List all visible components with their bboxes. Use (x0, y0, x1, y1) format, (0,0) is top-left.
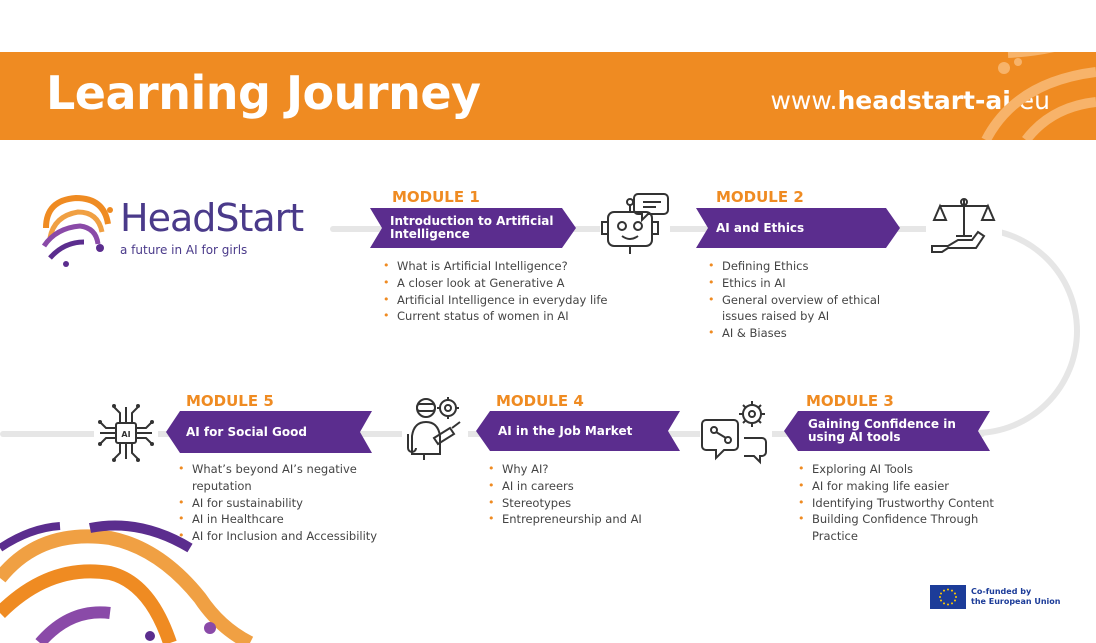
list-item: Exploring AI Tools (798, 461, 1008, 478)
module-3-topics: Exploring AI Tools AI for making life ea… (798, 461, 1008, 545)
list-item: What is Artificial Intelligence? (383, 258, 623, 275)
module-4-banner[interactable]: AI in the Job Market (476, 411, 680, 451)
module-1-banner[interactable]: Introduction to Artificial Intelligence (370, 208, 576, 248)
headstart-brain-icon (41, 194, 113, 267)
robot-worker-icon (402, 394, 468, 462)
module-5-banner[interactable]: AI for Social Good (166, 411, 372, 453)
list-item: Why AI? (488, 461, 688, 478)
module-2-banner[interactable]: AI and Ethics (696, 208, 900, 248)
eu-cofunded-text: Co-funded by the European Union (971, 587, 1061, 607)
list-item: AI & Biases (708, 325, 918, 342)
list-item: What’s beyond AI’s negative reputation (178, 461, 398, 495)
url-domain: headstart-ai (837, 86, 1011, 115)
module-4-topics: Why AI? AI in careers Stereotypes Entrep… (488, 461, 688, 528)
module-5-topics: What’s beyond AI’s negative reputation A… (178, 461, 398, 545)
banner-decoration-icon (981, 52, 1096, 140)
list-item: Building Confidence Through Practice (798, 511, 1008, 545)
header-banner: Learning Journey www.headstart-ai.eu (0, 52, 1096, 140)
list-item: Stereotypes (488, 495, 688, 512)
eu-line-2: the European Union (971, 597, 1061, 606)
eu-line-1: Co-funded by (971, 587, 1032, 596)
module-2-label: MODULE 2 (716, 188, 804, 206)
list-item: Ethics in AI (708, 275, 918, 292)
list-item: AI in careers (488, 478, 688, 495)
website-link[interactable]: www.headstart-ai.eu (770, 86, 1050, 115)
corner-decoration-icon (0, 520, 254, 643)
ethics-scale-icon (926, 194, 1002, 260)
list-item: Entrepreneurship and AI (488, 511, 688, 528)
page-title: Learning Journey (46, 66, 481, 120)
ai-chip-icon: AI (94, 400, 158, 466)
url-prefix: www. (770, 86, 838, 115)
chatbot-icon (600, 192, 670, 258)
list-item: AI for Inclusion and Accessibility (178, 528, 398, 545)
list-item: AI for sustainability (178, 495, 398, 512)
module-1-label: MODULE 1 (392, 188, 480, 206)
list-item: Identifying Trustworthy Content (798, 495, 1008, 512)
module-3-label: MODULE 3 (806, 392, 894, 410)
chat-gear-icon (700, 398, 772, 466)
logo-tagline: a future in AI for girls (120, 243, 248, 257)
svg-text:AI: AI (121, 430, 130, 439)
logo-wordmark: HeadStart (120, 196, 304, 240)
list-item: General overview of ethical issues raise… (708, 292, 918, 326)
module-3-banner[interactable]: Gaining Confidence in using AI tools (784, 411, 990, 451)
list-item: Current status of women in AI (383, 308, 623, 325)
list-item: AI in Healthcare (178, 511, 398, 528)
module-5-label: MODULE 5 (186, 392, 274, 410)
list-item: AI for making life easier (798, 478, 1008, 495)
module-4-label: MODULE 4 (496, 392, 584, 410)
headstart-logo: HeadStart a future in AI for girls (36, 188, 336, 268)
list-item: Defining Ethics (708, 258, 918, 275)
module-2-topics: Defining Ethics Ethics in AI General ove… (708, 258, 918, 342)
list-item: Artificial Intelligence in everyday life (383, 292, 623, 309)
eu-cofunded-badge: Co-funded by the European Union (930, 585, 1061, 609)
list-item: A closer look at Generative A (383, 275, 623, 292)
module-1-topics: What is Artificial Intelligence? A close… (383, 258, 623, 325)
eu-flag-icon (930, 585, 966, 609)
